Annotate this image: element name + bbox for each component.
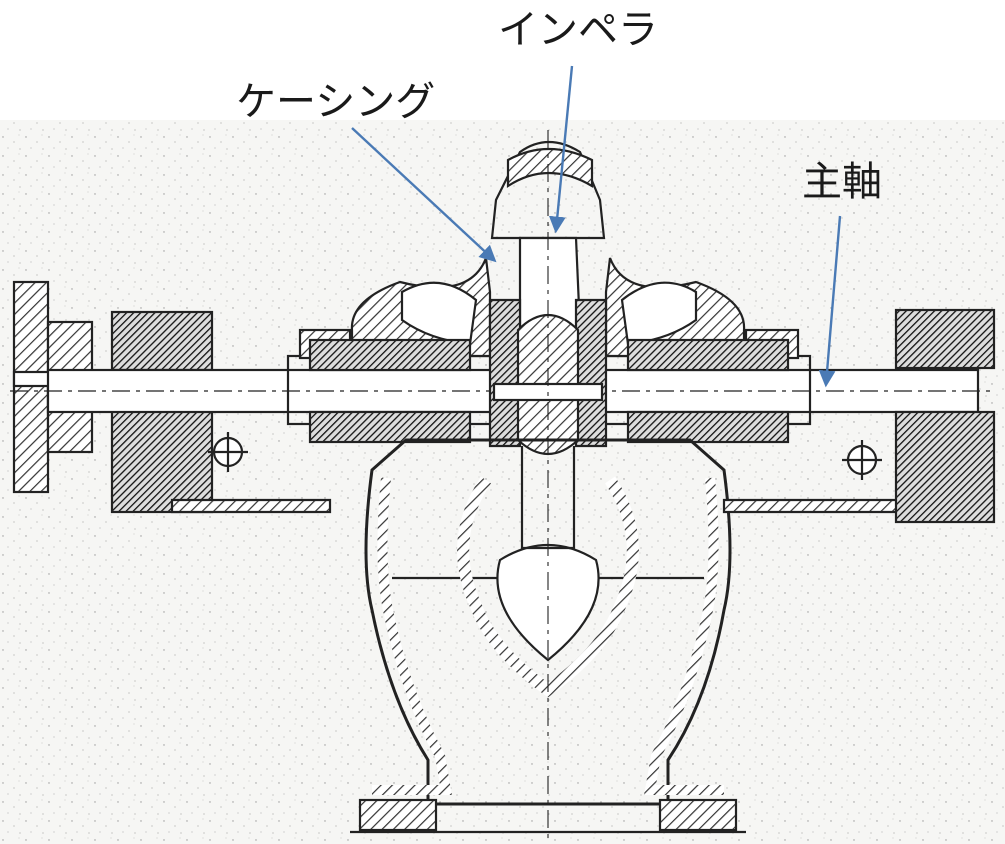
shaft-label: 主軸: [802, 159, 882, 205]
lower-casing: [350, 130, 746, 840]
casing-leader-arrow: [351, 127, 497, 263]
upper-casing: [298, 141, 800, 360]
right-bearing: [842, 308, 996, 524]
impeller: [488, 236, 608, 455]
impeller-label: インペラ: [498, 7, 658, 53]
casing-label: ケーシング: [236, 79, 436, 125]
shaft-leader-arrow: [818, 215, 842, 388]
impeller-leader-arrow: [548, 65, 574, 234]
pump-drawing: [10, 130, 996, 840]
